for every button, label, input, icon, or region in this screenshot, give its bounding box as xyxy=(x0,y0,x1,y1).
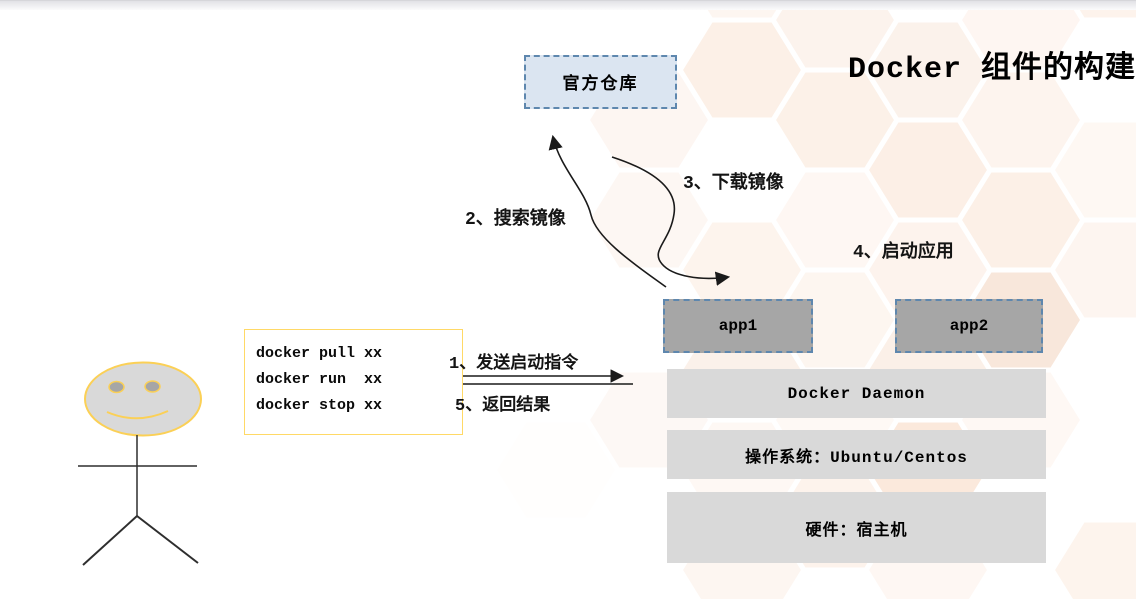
command-pull: docker pull xx xyxy=(256,345,383,362)
step1-label: 1、发送启动指令 xyxy=(449,355,579,374)
hexagon-decor xyxy=(1052,120,1136,220)
figure-left-eye xyxy=(108,380,125,394)
step3-label: 3、下载镜像 xyxy=(683,174,784,194)
step4-label: 4、启动应用 xyxy=(853,243,954,263)
docker-commands-box: docker pull xx docker run xx docker stop… xyxy=(244,329,463,435)
hexagon-decor xyxy=(959,170,1083,270)
hexagon-decor xyxy=(1052,220,1136,320)
app2-container-box: app2 xyxy=(895,299,1043,353)
command-stop: docker stop xx xyxy=(256,397,383,414)
hexagon-decor xyxy=(1052,520,1136,599)
top-gradient-bar xyxy=(0,0,1136,10)
hexagon-decor xyxy=(680,20,804,120)
command-run: docker run xx xyxy=(256,371,383,388)
app1-container-box: app1 xyxy=(663,299,813,353)
download-image-curved-arrow xyxy=(611,156,731,286)
operating-system-layer: 操作系统：Ubuntu/Centos xyxy=(667,430,1046,479)
figure-right-leg xyxy=(136,515,199,564)
figure-right-eye xyxy=(144,380,161,393)
official-repo-box: 官方仓库 xyxy=(524,55,677,109)
hexagon-decor xyxy=(959,70,1083,170)
hexagon-decor xyxy=(494,420,618,520)
slide-title: Docker 组件的构建方 xyxy=(848,53,1136,87)
hardware-layer: 硬件：宿主机 xyxy=(667,492,1046,563)
docker-daemon-layer: Docker Daemon xyxy=(667,369,1046,418)
hexagon-decor xyxy=(959,0,1083,70)
figure-head xyxy=(84,361,202,437)
figure-left-leg xyxy=(82,515,138,566)
hexagon-decor xyxy=(866,20,990,120)
hexagon-decor xyxy=(773,170,897,270)
hexagon-decor xyxy=(773,70,897,170)
search-image-curved-arrow xyxy=(548,134,667,288)
hexagon-decor xyxy=(773,0,897,70)
figure-smile xyxy=(106,410,169,420)
hexagon-decor xyxy=(587,170,711,270)
step5-label: 5、返回结果 xyxy=(455,397,551,416)
step2-label: 2、搜索镜像 xyxy=(465,210,566,230)
hexagon-decor xyxy=(866,120,990,220)
user-stick-figure-icon xyxy=(78,361,202,566)
